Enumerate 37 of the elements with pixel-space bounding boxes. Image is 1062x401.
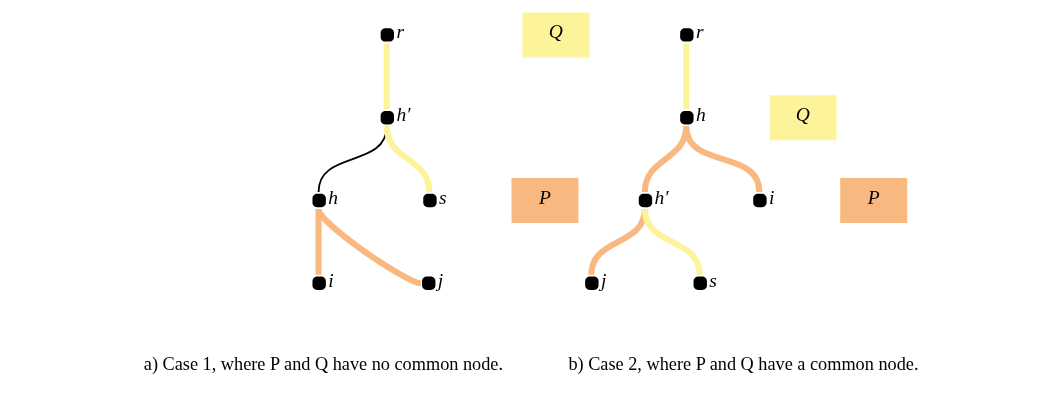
- node-box: Q: [769, 95, 837, 141]
- node-circle: [380, 28, 395, 42]
- connector: [641, 208, 703, 276]
- node-circle: [312, 193, 326, 208]
- node-box: P: [840, 177, 908, 224]
- node-box: P: [511, 177, 579, 224]
- node-circle: [680, 111, 694, 125]
- node-label: s: [709, 269, 717, 291]
- node-circle: [380, 111, 395, 125]
- connector: [383, 43, 390, 110]
- node-label: i: [328, 269, 334, 291]
- connector: [315, 209, 322, 275]
- node-label: h: [328, 186, 339, 208]
- node-circle: [753, 193, 767, 208]
- node-circle: [422, 276, 436, 290]
- node-label: r: [396, 21, 405, 43]
- connector: [315, 207, 422, 287]
- node-circle: [423, 193, 437, 208]
- node-label: h′: [654, 186, 669, 208]
- label: b) Case 2, where P and Q have a common node.: [568, 354, 919, 375]
- connector: [383, 125, 433, 193]
- node-label: h: [695, 104, 706, 126]
- node-circle: [312, 276, 326, 290]
- node-circle: [585, 276, 599, 290]
- connector: [683, 43, 690, 110]
- label: a) Case 1, where P and Q have no common node.: [143, 354, 503, 375]
- node-label: h′: [396, 104, 411, 126]
- node-circle: [680, 28, 694, 42]
- connector: [683, 125, 763, 193]
- node-circle: [693, 276, 707, 290]
- node-label: j: [437, 269, 444, 291]
- node-label: i: [769, 186, 775, 208]
- node-label: j: [601, 269, 607, 291]
- node-circle: [638, 193, 653, 208]
- node-label: s: [439, 186, 447, 208]
- node-label: r: [695, 21, 704, 43]
- node-box: Q: [522, 12, 590, 58]
